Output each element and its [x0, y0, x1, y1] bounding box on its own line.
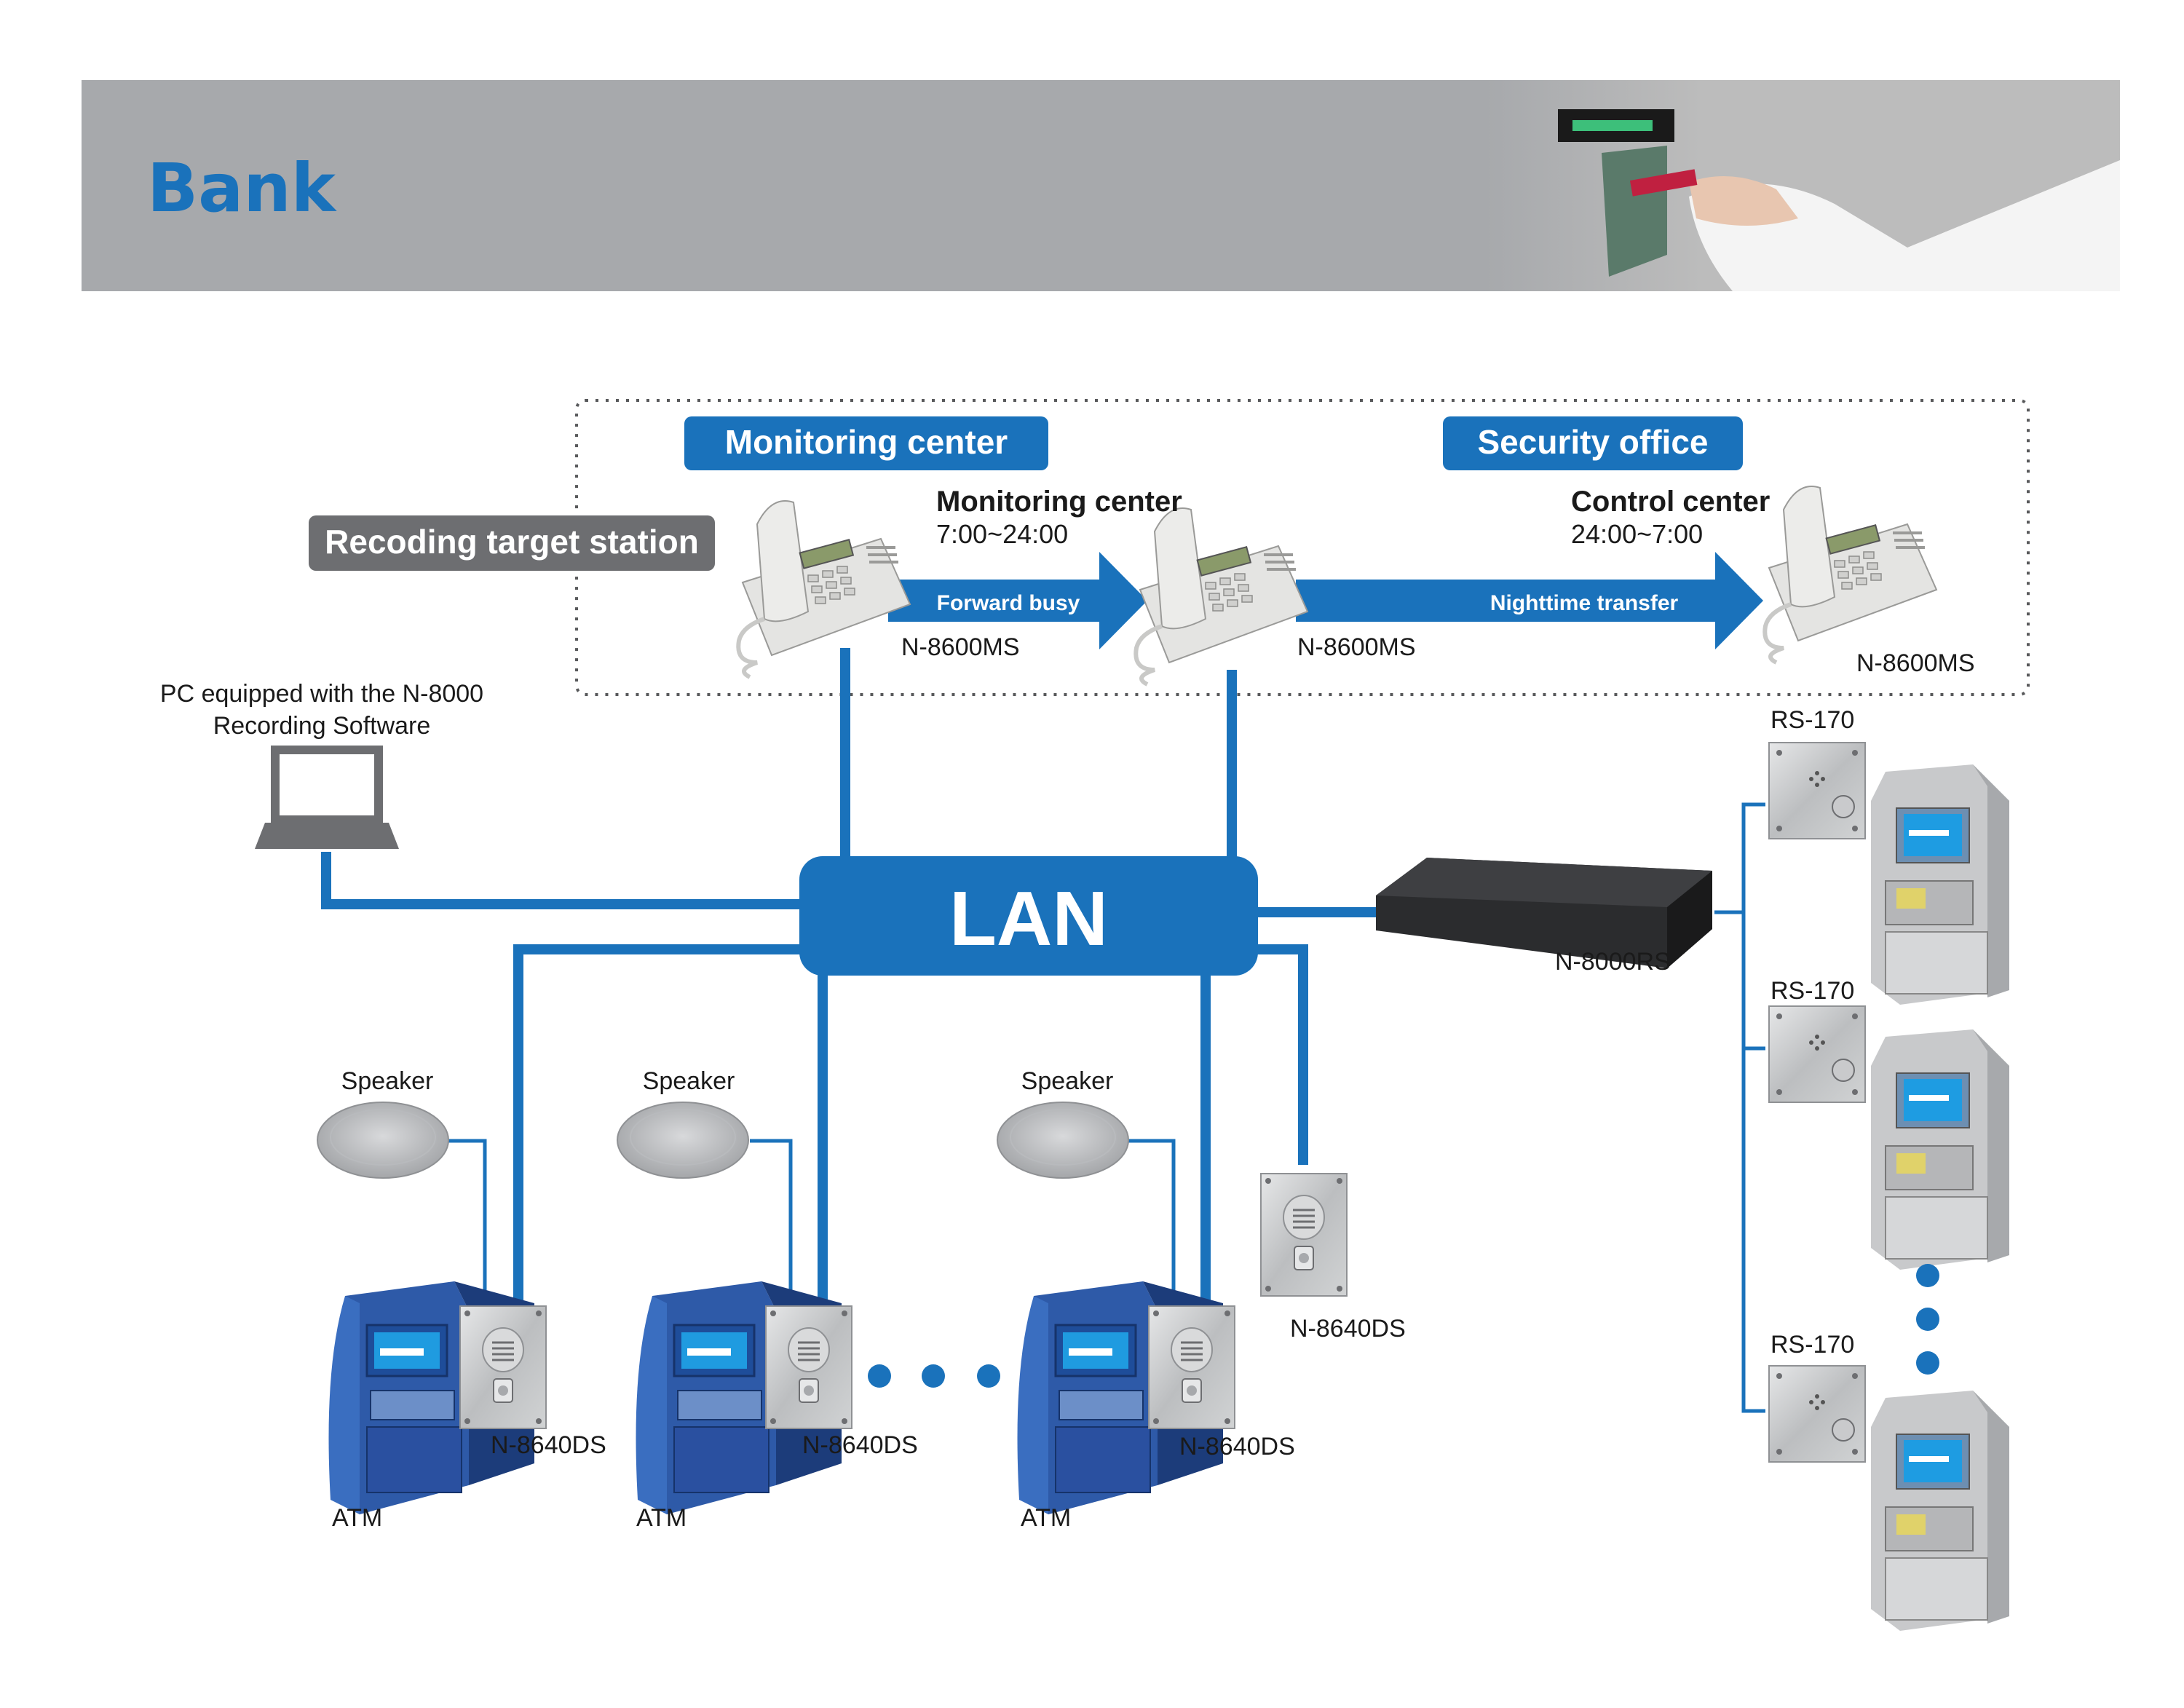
nighttime-transfer-label: Nighttime transfer [1490, 591, 1679, 615]
header-banner: Bank [82, 80, 2120, 291]
rs170-label-1: RS-170 [1770, 706, 1854, 734]
page-title: Bank [147, 149, 337, 227]
recording-target-tag: Recoding target station [309, 515, 715, 571]
atm-gray-3 [1870, 1390, 2010, 1632]
intercom-ds-4 [1259, 1172, 1348, 1297]
ds-label-1: N-8640DS [491, 1431, 606, 1459]
thin-lines [448, 802, 1765, 1413]
security-office-tag: Security office [1443, 416, 1743, 470]
speaker-label-1: Speaker [341, 1067, 434, 1095]
control-center-title: Control center [1571, 486, 1770, 518]
lan-label: LAN [949, 876, 1108, 962]
phone-monitoring-1 [738, 501, 910, 677]
speaker-label-2: Speaker [643, 1067, 735, 1095]
rs170-label-2: RS-170 [1770, 977, 1854, 1005]
phone-monitoring-2 [1136, 508, 1307, 684]
phone-model-label-1: N-8600MS [901, 633, 1020, 661]
atm-gray-1 [1870, 764, 2010, 1005]
forward-busy-arrow: Forward busy [888, 552, 1147, 649]
ds-label-2: N-8640DS [802, 1431, 918, 1459]
lan-hub: LAN [799, 856, 1258, 976]
ds-label-4: N-8640DS [1290, 1315, 1406, 1343]
phone-control-center [1765, 486, 1936, 663]
speaker-1 [317, 1102, 449, 1179]
recording-target-label: Recoding target station [325, 523, 699, 561]
monitoring-center-title: Monitoring center [936, 486, 1182, 518]
nighttime-transfer-arrow: Nighttime transfer [1296, 552, 1763, 649]
monitoring-center-hours: 7:00~24:00 [936, 519, 1068, 549]
intercom-ds-1 [459, 1305, 547, 1430]
intercom-ds-2 [764, 1305, 853, 1430]
n8000rs-label: N-8000RS [1555, 948, 1671, 976]
laptop-icon [255, 746, 399, 849]
speaker-3 [997, 1102, 1129, 1179]
atm-label-1: ATM [332, 1504, 382, 1532]
forward-busy-label: Forward busy [937, 591, 1080, 615]
phone-model-label-3: N-8600MS [1856, 649, 1975, 677]
pc-label-line1: PC equipped with the N-8000 [160, 680, 483, 708]
atm-label-3: ATM [1021, 1504, 1071, 1532]
network-lines [321, 648, 1376, 1456]
n8000rs-unit [1376, 858, 1712, 968]
speaker-2 [617, 1102, 749, 1179]
ellipsis-horizontal [868, 1364, 1000, 1388]
speaker-label-3: Speaker [1021, 1067, 1114, 1095]
ds-label-3: N-8640DS [1179, 1433, 1295, 1460]
rs170-panel-1 [1768, 742, 1866, 839]
rs170-panel-3 [1768, 1365, 1866, 1463]
rs170-panel-2 [1768, 1005, 1866, 1103]
intercom-ds-3 [1147, 1305, 1236, 1430]
monitoring-center-tag: Monitoring center [684, 416, 1048, 470]
atm-gray-2 [1870, 1029, 2010, 1270]
ellipsis-vertical [1916, 1264, 1939, 1375]
security-office-tag-label: Security office [1478, 423, 1709, 461]
atm-photo [1485, 80, 2120, 291]
pc-label-line2: Recording Software [213, 712, 431, 740]
atm-label-2: ATM [636, 1504, 687, 1532]
rs170-label-3: RS-170 [1770, 1331, 1854, 1359]
control-center-hours: 24:00~7:00 [1571, 519, 1703, 549]
monitoring-center-tag-label: Monitoring center [725, 423, 1008, 461]
phone-model-label-2: N-8600MS [1297, 633, 1416, 661]
